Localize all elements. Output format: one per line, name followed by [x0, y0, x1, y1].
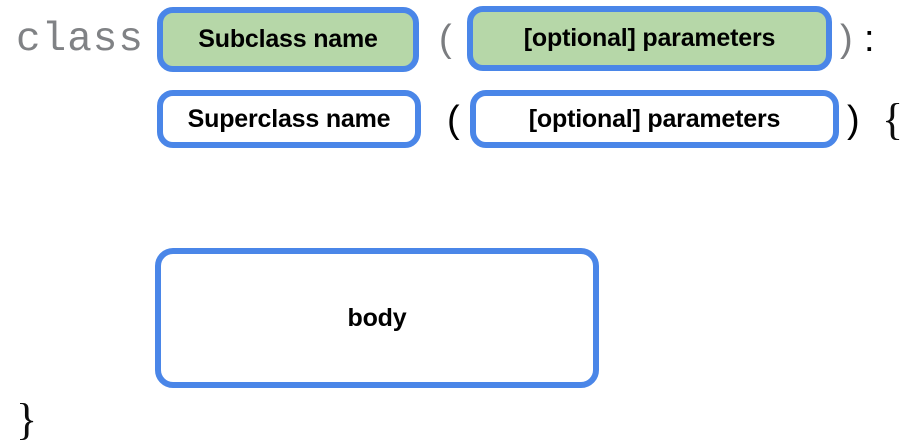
superclass-paren-close: ) [847, 99, 860, 141]
subclass-paren-close: ) [840, 18, 853, 60]
superclass-parameters-box[interactable]: [optional] parameters [470, 90, 839, 148]
superclass-name-label: Superclass name [187, 104, 391, 133]
subclass-parameters-label: [optional] parameters [523, 24, 776, 52]
subclass-colon: : [864, 18, 875, 60]
body-label: body [347, 303, 407, 332]
keyword-class: class [16, 17, 145, 63]
subclass-paren-open: ( [439, 18, 452, 60]
subclass-name-label: Subclass name [198, 25, 378, 53]
superclass-paren-open: ( [447, 99, 460, 141]
body-box[interactable]: body [155, 248, 599, 388]
superclass-name-box[interactable]: Superclass name [157, 90, 421, 148]
body-brace-close: } [16, 395, 38, 444]
superclass-parameters-label: [optional] parameters [528, 104, 781, 133]
subclass-parameters-box[interactable]: [optional] parameters [467, 6, 832, 71]
subclass-name-box[interactable]: Subclass name [157, 7, 419, 72]
body-brace-open: { [882, 95, 904, 144]
